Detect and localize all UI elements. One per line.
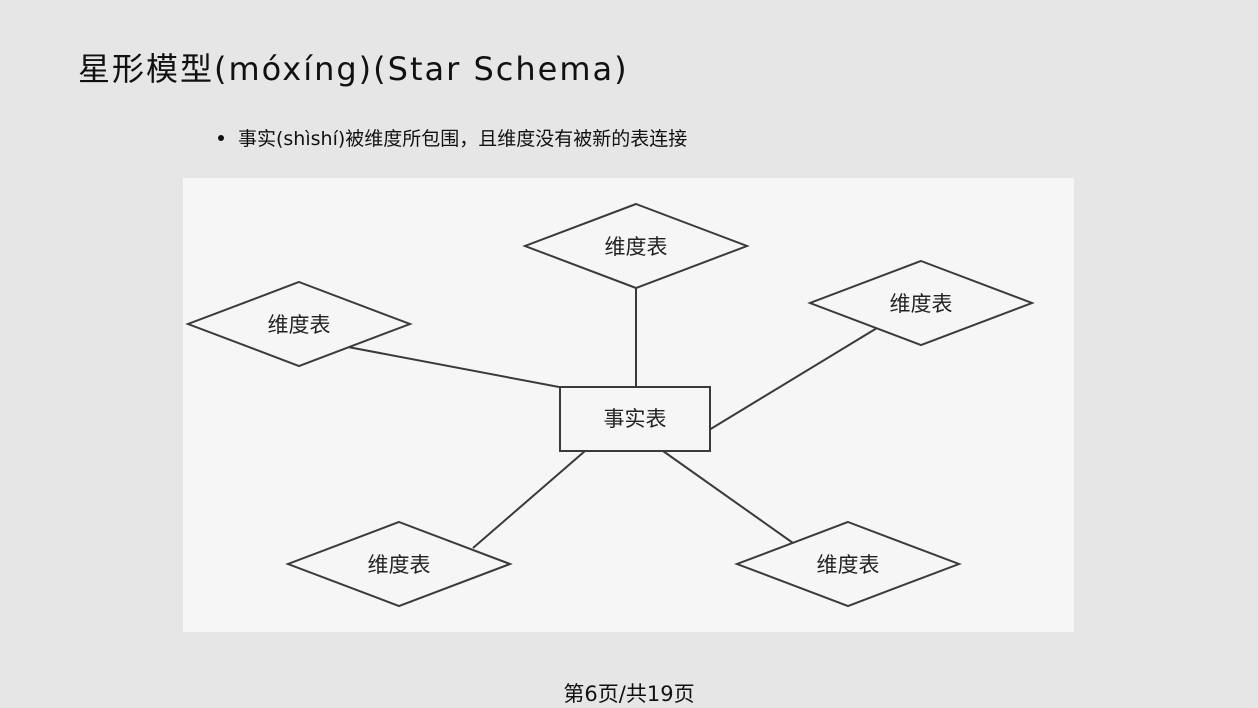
dimension-table-bottom-left-label: 维度表	[368, 553, 431, 577]
dimension-table-bottom-left	[285, 520, 513, 608]
bullet-dot-icon	[218, 134, 224, 141]
fact-table-label: 事实表	[604, 407, 667, 431]
diagram-canvas: 维度表 维度表 维度表 维度表 维度表 事实表	[185, 202, 1035, 608]
connector-left	[347, 346, 560, 388]
dimension-table-bottom-right-label: 维度表	[817, 553, 880, 577]
slide-title: 星形模型(móxíng)(Star Schema)	[78, 50, 629, 88]
connector-bottom-right	[662, 450, 794, 544]
dimension-table-right	[807, 259, 1035, 347]
connector-bottom-left	[472, 450, 586, 549]
fact-table-box	[559, 386, 711, 452]
dimension-table-top	[522, 202, 750, 290]
dimension-table-right-label: 维度表	[890, 292, 953, 316]
dimension-table-top-label: 维度表	[605, 235, 668, 259]
dimension-table-left	[185, 280, 413, 368]
bullet-point: 事实(shìshí)被维度所包围，且维度没有被新的表连接	[218, 124, 687, 151]
dimension-table-bottom-right	[734, 520, 962, 608]
page-number: 第6页/共19页	[563, 682, 695, 706]
connector-right	[708, 327, 878, 431]
star-schema-diagram: 维度表 维度表 维度表 维度表 维度表 事实表	[183, 178, 1074, 632]
bullet-text: 事实(shìshí)被维度所包围，且维度没有被新的表连接	[238, 128, 688, 150]
dimension-table-left-label: 维度表	[268, 313, 331, 337]
